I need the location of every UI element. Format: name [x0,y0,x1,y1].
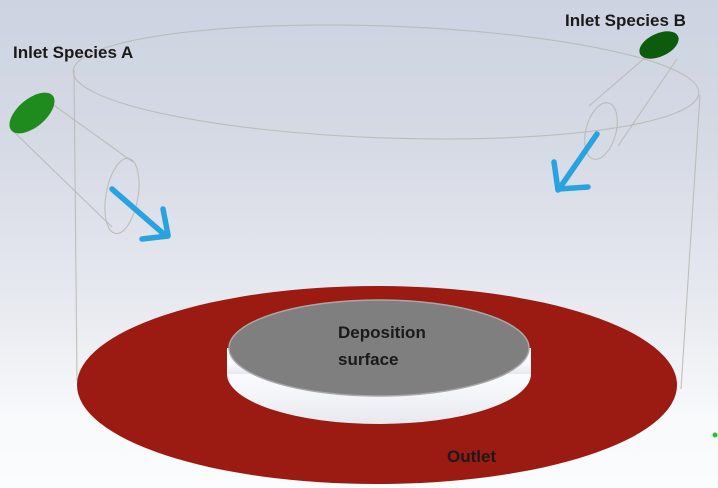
inlet-pipe-a-lower-wall [12,130,113,228]
chamber-top-rim [72,24,700,140]
deposition-surface-disk [229,300,529,396]
inlet-pipe-a-opening [104,157,140,235]
inlet-b-port [639,31,679,59]
chamber-wireframe [12,24,701,390]
inlet-pipe-a-upper-wall [47,100,134,163]
deposition-surface-label: Deposition surface [338,319,426,373]
axis-marker-icon [712,432,718,438]
deposition-disk-rim [228,299,530,397]
inlet-species-b-label: Inlet Species B [565,11,686,30]
chamber-left-edge [73,69,78,382]
inlet-pipe-b-lower-wall [617,58,678,147]
flow-arrow-a-icon [109,186,171,242]
inlet-species-a-label: Inlet Species A [13,43,134,62]
deposition-surface-label-line1: Deposition [338,323,426,342]
chamber-right-edge [680,94,701,390]
outlet-label: Outlet [447,447,497,466]
inlet-pipe-b-upper-wall [588,55,648,107]
deposition-surface-label-line2: surface [338,350,399,369]
flow-arrow-b-icon [551,131,600,193]
inlet-a-port [9,92,55,134]
inlet-pipe-b-opening [584,102,618,160]
